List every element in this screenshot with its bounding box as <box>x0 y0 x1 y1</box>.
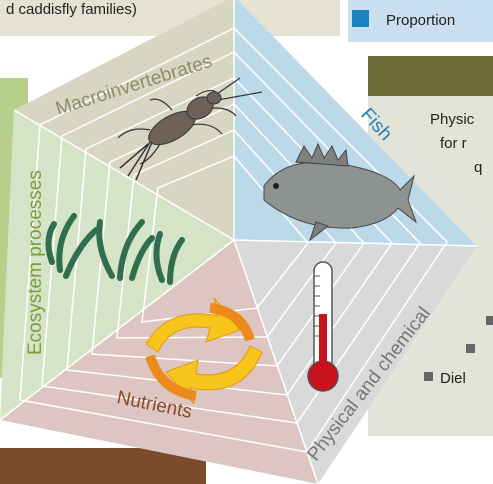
label-ecosystem-processes: Ecosystem processes <box>25 170 46 355</box>
right-panel-line-3: q <box>474 159 482 176</box>
right-panel-line-2: for r <box>440 135 467 152</box>
right-panel-line-1: Physic <box>430 111 475 128</box>
right-bullet-2 <box>466 344 475 353</box>
legend-square <box>352 10 369 27</box>
top-left-caption: d caddisfly families) <box>6 1 137 18</box>
label-ecosystem-processes-path: Ecosystem processes <box>25 170 46 355</box>
legend-label: Proportion <box>386 12 455 29</box>
right-bullet-1 <box>486 316 493 325</box>
right-panel-bottom-item: Diel <box>440 370 466 387</box>
right-panel-header <box>368 56 493 96</box>
right-bullet-3 <box>424 372 433 381</box>
